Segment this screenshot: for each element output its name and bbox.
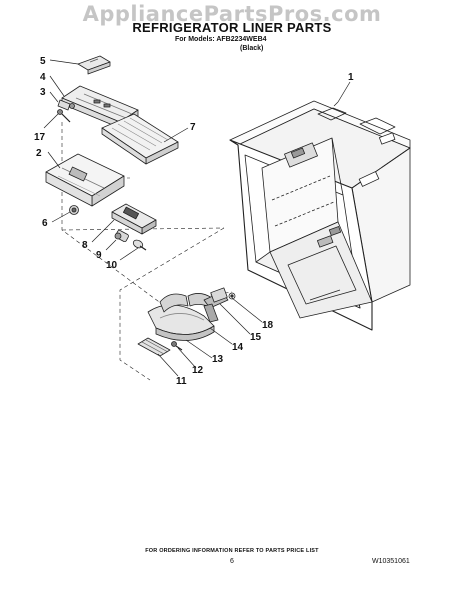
models-line: For Models: AFB2234WEB4 — [175, 36, 267, 43]
screw-part-12 — [171, 341, 183, 351]
clip-part-3 — [57, 99, 75, 111]
callout-4: 4 — [40, 72, 46, 83]
callout-15: 15 — [250, 332, 262, 343]
callout-18: 18 — [262, 320, 274, 331]
bracket-part-5 — [77, 55, 111, 75]
callout-13: 13 — [212, 354, 224, 365]
control-cover-part-2 — [45, 153, 125, 207]
leader-lines — [43, 59, 351, 377]
color-variant: (Black) — [240, 45, 264, 52]
trim-part-11 — [137, 337, 171, 357]
refrigerator-liner-part-1 — [229, 100, 411, 331]
callout-1: 1 — [348, 72, 354, 83]
nut-part-6 — [69, 205, 79, 215]
damper-part-8 — [111, 203, 157, 235]
screw-part-17 — [57, 109, 71, 123]
callout-10: 10 — [106, 260, 118, 271]
part-15 — [210, 287, 228, 303]
light-socket-part-9 — [114, 229, 129, 243]
diffuser-cover-part-7 — [101, 113, 179, 165]
callout-8: 8 — [82, 240, 88, 251]
callout-9: 9 — [96, 250, 102, 261]
callout-2: 2 — [36, 148, 42, 159]
document-code: W10351061 — [372, 558, 410, 565]
cover-bracket-part-13 — [147, 304, 215, 341]
bulb-part-10 — [132, 239, 147, 251]
callout-3: 3 — [40, 87, 46, 98]
callout-6: 6 — [42, 218, 48, 229]
callout-14: 14 — [232, 342, 244, 353]
callout-11: 11 — [176, 376, 187, 387]
watermark: AppliancePartsPros.com — [82, 2, 382, 26]
callout-5: 5 — [40, 56, 46, 67]
page-title: REFRIGERATOR LINER PARTS — [132, 20, 332, 35]
page-number: 6 — [230, 558, 234, 565]
callout-17: 17 — [34, 132, 46, 143]
callout-12: 12 — [192, 365, 204, 376]
callout-7: 7 — [190, 122, 196, 133]
part-18 — [228, 292, 236, 300]
callout-labels: 1 2 3 4 5 6 7 8 9 10 11 12 13 14 15 17 1… — [34, 56, 354, 387]
ordering-note: FOR ORDERING INFORMATION REFER TO PARTS … — [145, 548, 319, 554]
